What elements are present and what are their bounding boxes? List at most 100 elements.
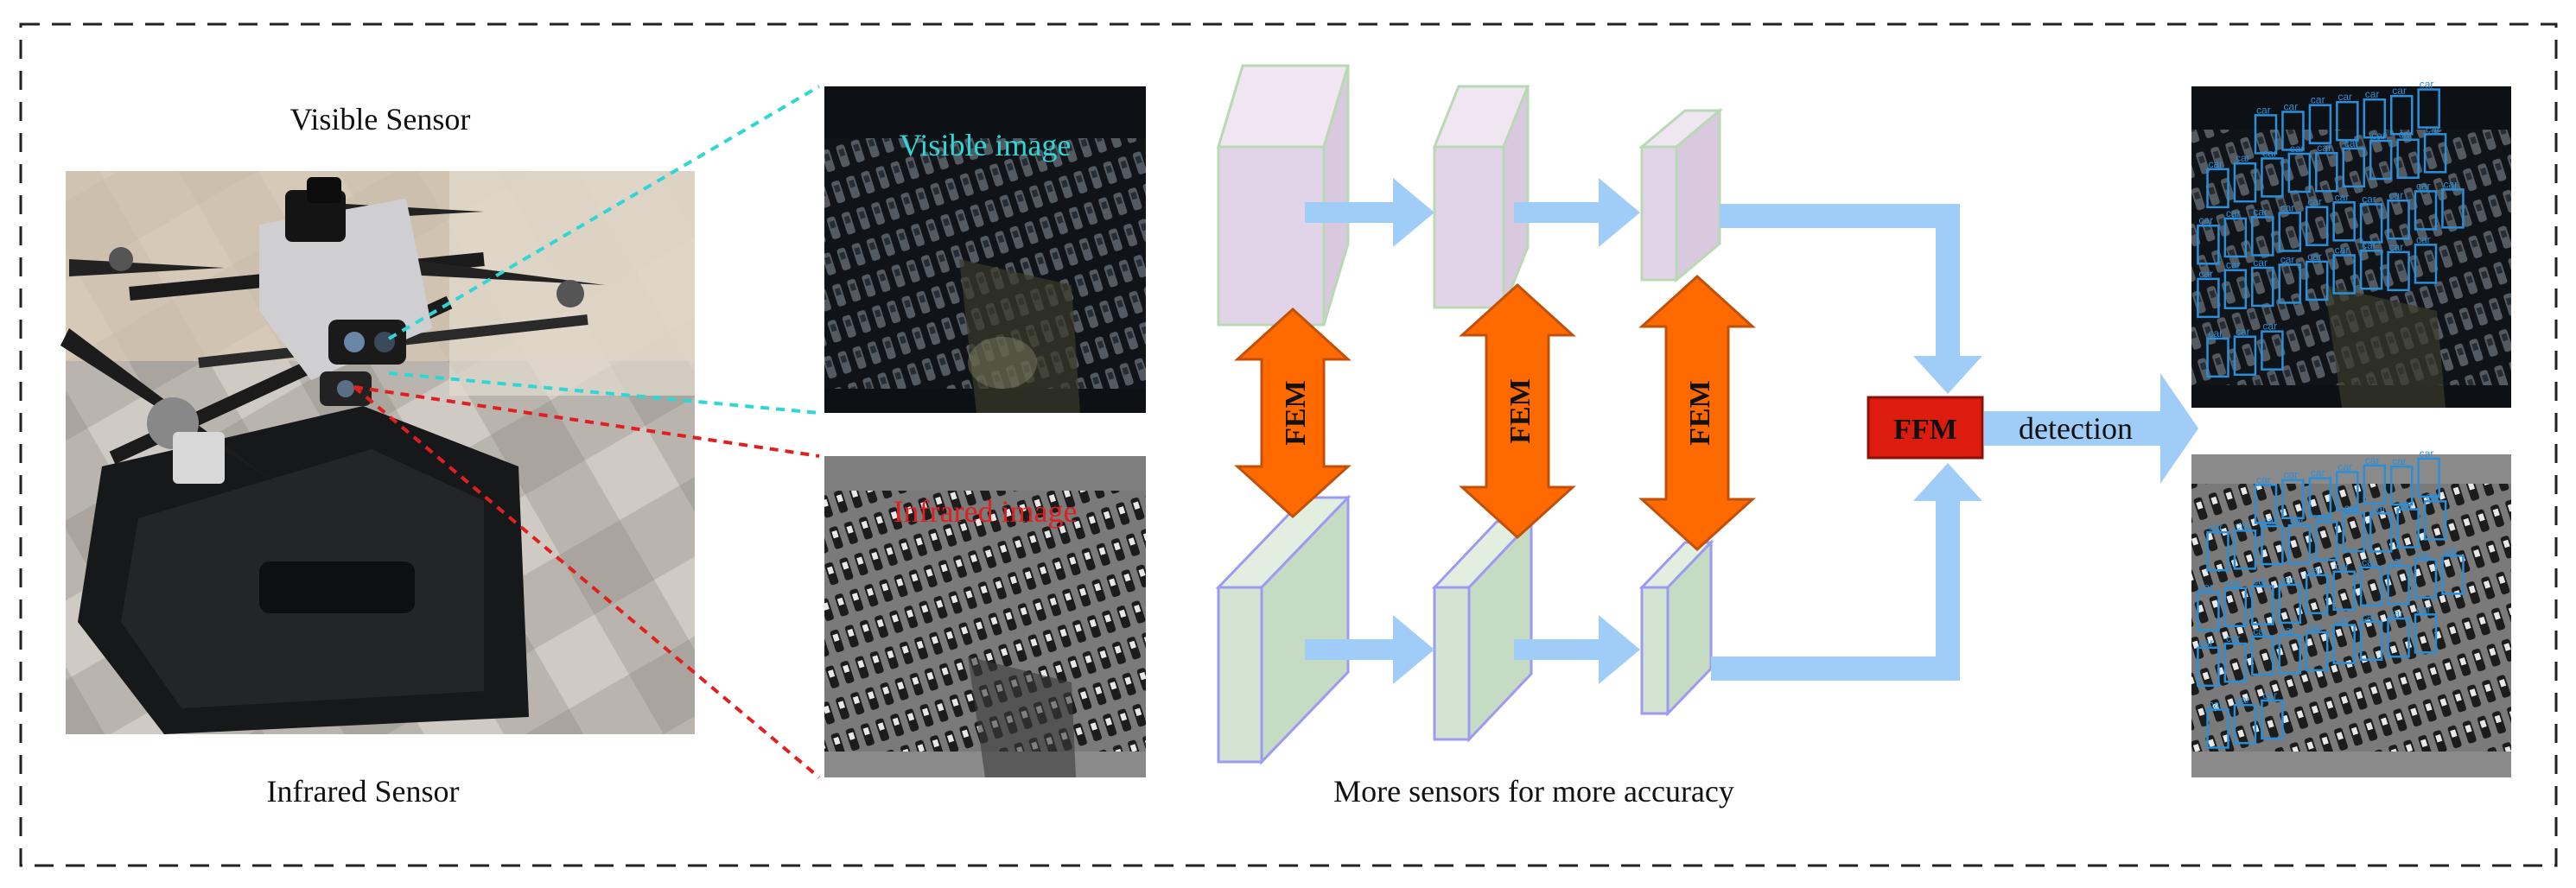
infrared-connector-bottom <box>353 385 821 779</box>
car-bounding-box <box>2278 263 2301 304</box>
car-tag: car <box>2335 244 2350 257</box>
infrared-connector-top <box>353 385 820 458</box>
visible-feature-block-3 <box>1638 107 1724 283</box>
car-bounding-box <box>2315 151 2338 193</box>
car-tag: car <box>2335 614 2350 626</box>
car-bounding-box <box>2281 479 2305 519</box>
car-bounding-box <box>2332 254 2356 295</box>
car-tag: car <box>2420 447 2434 460</box>
car-bounding-box <box>2414 613 2438 654</box>
car-tag: car <box>2362 611 2376 623</box>
car-tag: car <box>2371 130 2386 142</box>
car-bounding-box <box>2441 188 2465 229</box>
detection-arrow <box>1984 373 2198 484</box>
car-tag: car <box>2365 454 2380 466</box>
car-bounding-box <box>2387 617 2410 658</box>
car-tag: car <box>2209 158 2223 170</box>
car-bounding-box <box>2315 521 2338 561</box>
car-tag: car <box>2280 253 2295 265</box>
car-tag: car <box>2253 625 2268 637</box>
car-tag: car <box>2280 624 2295 636</box>
car-tag: car <box>2198 581 2213 593</box>
car-tag: car <box>2209 699 2223 711</box>
car-bounding-box <box>2233 335 2257 377</box>
car-bounding-box <box>2305 260 2329 301</box>
car-tag: car <box>2371 502 2386 514</box>
car-tag: car <box>2426 490 2440 502</box>
car-bounding-box <box>2261 699 2284 740</box>
car-tag: car <box>2236 694 2250 706</box>
visible-flow-arrow-1 <box>1305 178 1434 247</box>
visible-feature-block-1 <box>1216 64 1351 327</box>
car-tag: car <box>2362 193 2376 205</box>
car-bounding-box <box>2417 88 2440 129</box>
car-tag: car <box>2307 564 2322 576</box>
fem-arrow-1 <box>1234 307 1352 519</box>
car-tag: car <box>2317 142 2331 154</box>
car-tag: car <box>2307 621 2322 633</box>
car-tag: car <box>2399 129 2414 141</box>
car-bounding-box <box>2233 162 2257 203</box>
car-tag: car <box>2262 515 2277 527</box>
drone-photo <box>60 171 695 734</box>
car-bounding-box <box>2342 511 2365 553</box>
car-tag: car <box>2236 519 2250 531</box>
car-tag: car <box>2307 251 2322 263</box>
car-bounding-box <box>2305 206 2329 246</box>
car-bounding-box <box>2233 530 2257 570</box>
car-bounding-box <box>2261 330 2284 371</box>
car-bounding-box <box>2359 249 2383 290</box>
car-tag: car <box>2416 603 2431 615</box>
car-bounding-box <box>2251 585 2274 625</box>
infrared-flow-arrow-1 <box>1305 615 1434 684</box>
car-tag: car <box>2399 498 2414 511</box>
car-tag: car <box>2290 143 2305 155</box>
car-tag: car <box>2311 94 2325 106</box>
fem-label-2: FEM <box>1504 378 1536 444</box>
car-tag: car <box>2362 556 2376 568</box>
car-tag: car <box>2209 327 2223 339</box>
car-tag: car <box>2416 233 2431 245</box>
car-tag: car <box>2256 104 2271 116</box>
fem-arrow-2 <box>1459 282 1576 540</box>
car-tag: car <box>2344 502 2359 514</box>
car-bounding-box <box>2417 457 2440 498</box>
car-tag: car <box>2337 460 2352 473</box>
infrared-feature-block-3 <box>1638 539 1714 717</box>
car-tag: car <box>2389 189 2404 201</box>
car-tag: car <box>2420 79 2434 91</box>
car-tag: car <box>2226 259 2241 271</box>
car-bounding-box <box>2336 471 2359 511</box>
car-bounding-box <box>2308 477 2332 517</box>
car-bounding-box <box>2441 555 2465 595</box>
car-bounding-box <box>2206 530 2229 572</box>
car-bounding-box <box>2332 624 2356 664</box>
car-tag: car <box>2253 575 2268 587</box>
car-bounding-box <box>2363 98 2387 139</box>
car-tag: car <box>2283 100 2298 112</box>
car-bounding-box <box>2261 157 2284 198</box>
visible-connector-bottom <box>388 371 820 415</box>
car-tag: car <box>2226 207 2241 219</box>
car-tag: car <box>2365 88 2380 100</box>
car-tag: car <box>2262 320 2277 333</box>
car-bounding-box <box>2396 138 2420 179</box>
car-bounding-box <box>2423 133 2447 174</box>
infrared-feature-block-1 <box>1215 494 1352 765</box>
car-tag: car <box>2290 514 2305 526</box>
car-bounding-box <box>2308 104 2332 144</box>
visible-feature-block-2 <box>1432 85 1530 309</box>
car-tag: car <box>2443 178 2458 190</box>
car-bounding-box <box>2369 139 2393 181</box>
car-tag: car <box>2389 555 2404 567</box>
visible-image-label: Visible image <box>900 128 1072 162</box>
car-bounding-box <box>2390 94 2414 136</box>
infrared-sensor-label: Infrared Sensor <box>267 774 460 809</box>
car-tag: car <box>2317 511 2331 523</box>
car-bounding-box <box>2223 217 2248 258</box>
car-tag: car <box>2256 473 2271 485</box>
